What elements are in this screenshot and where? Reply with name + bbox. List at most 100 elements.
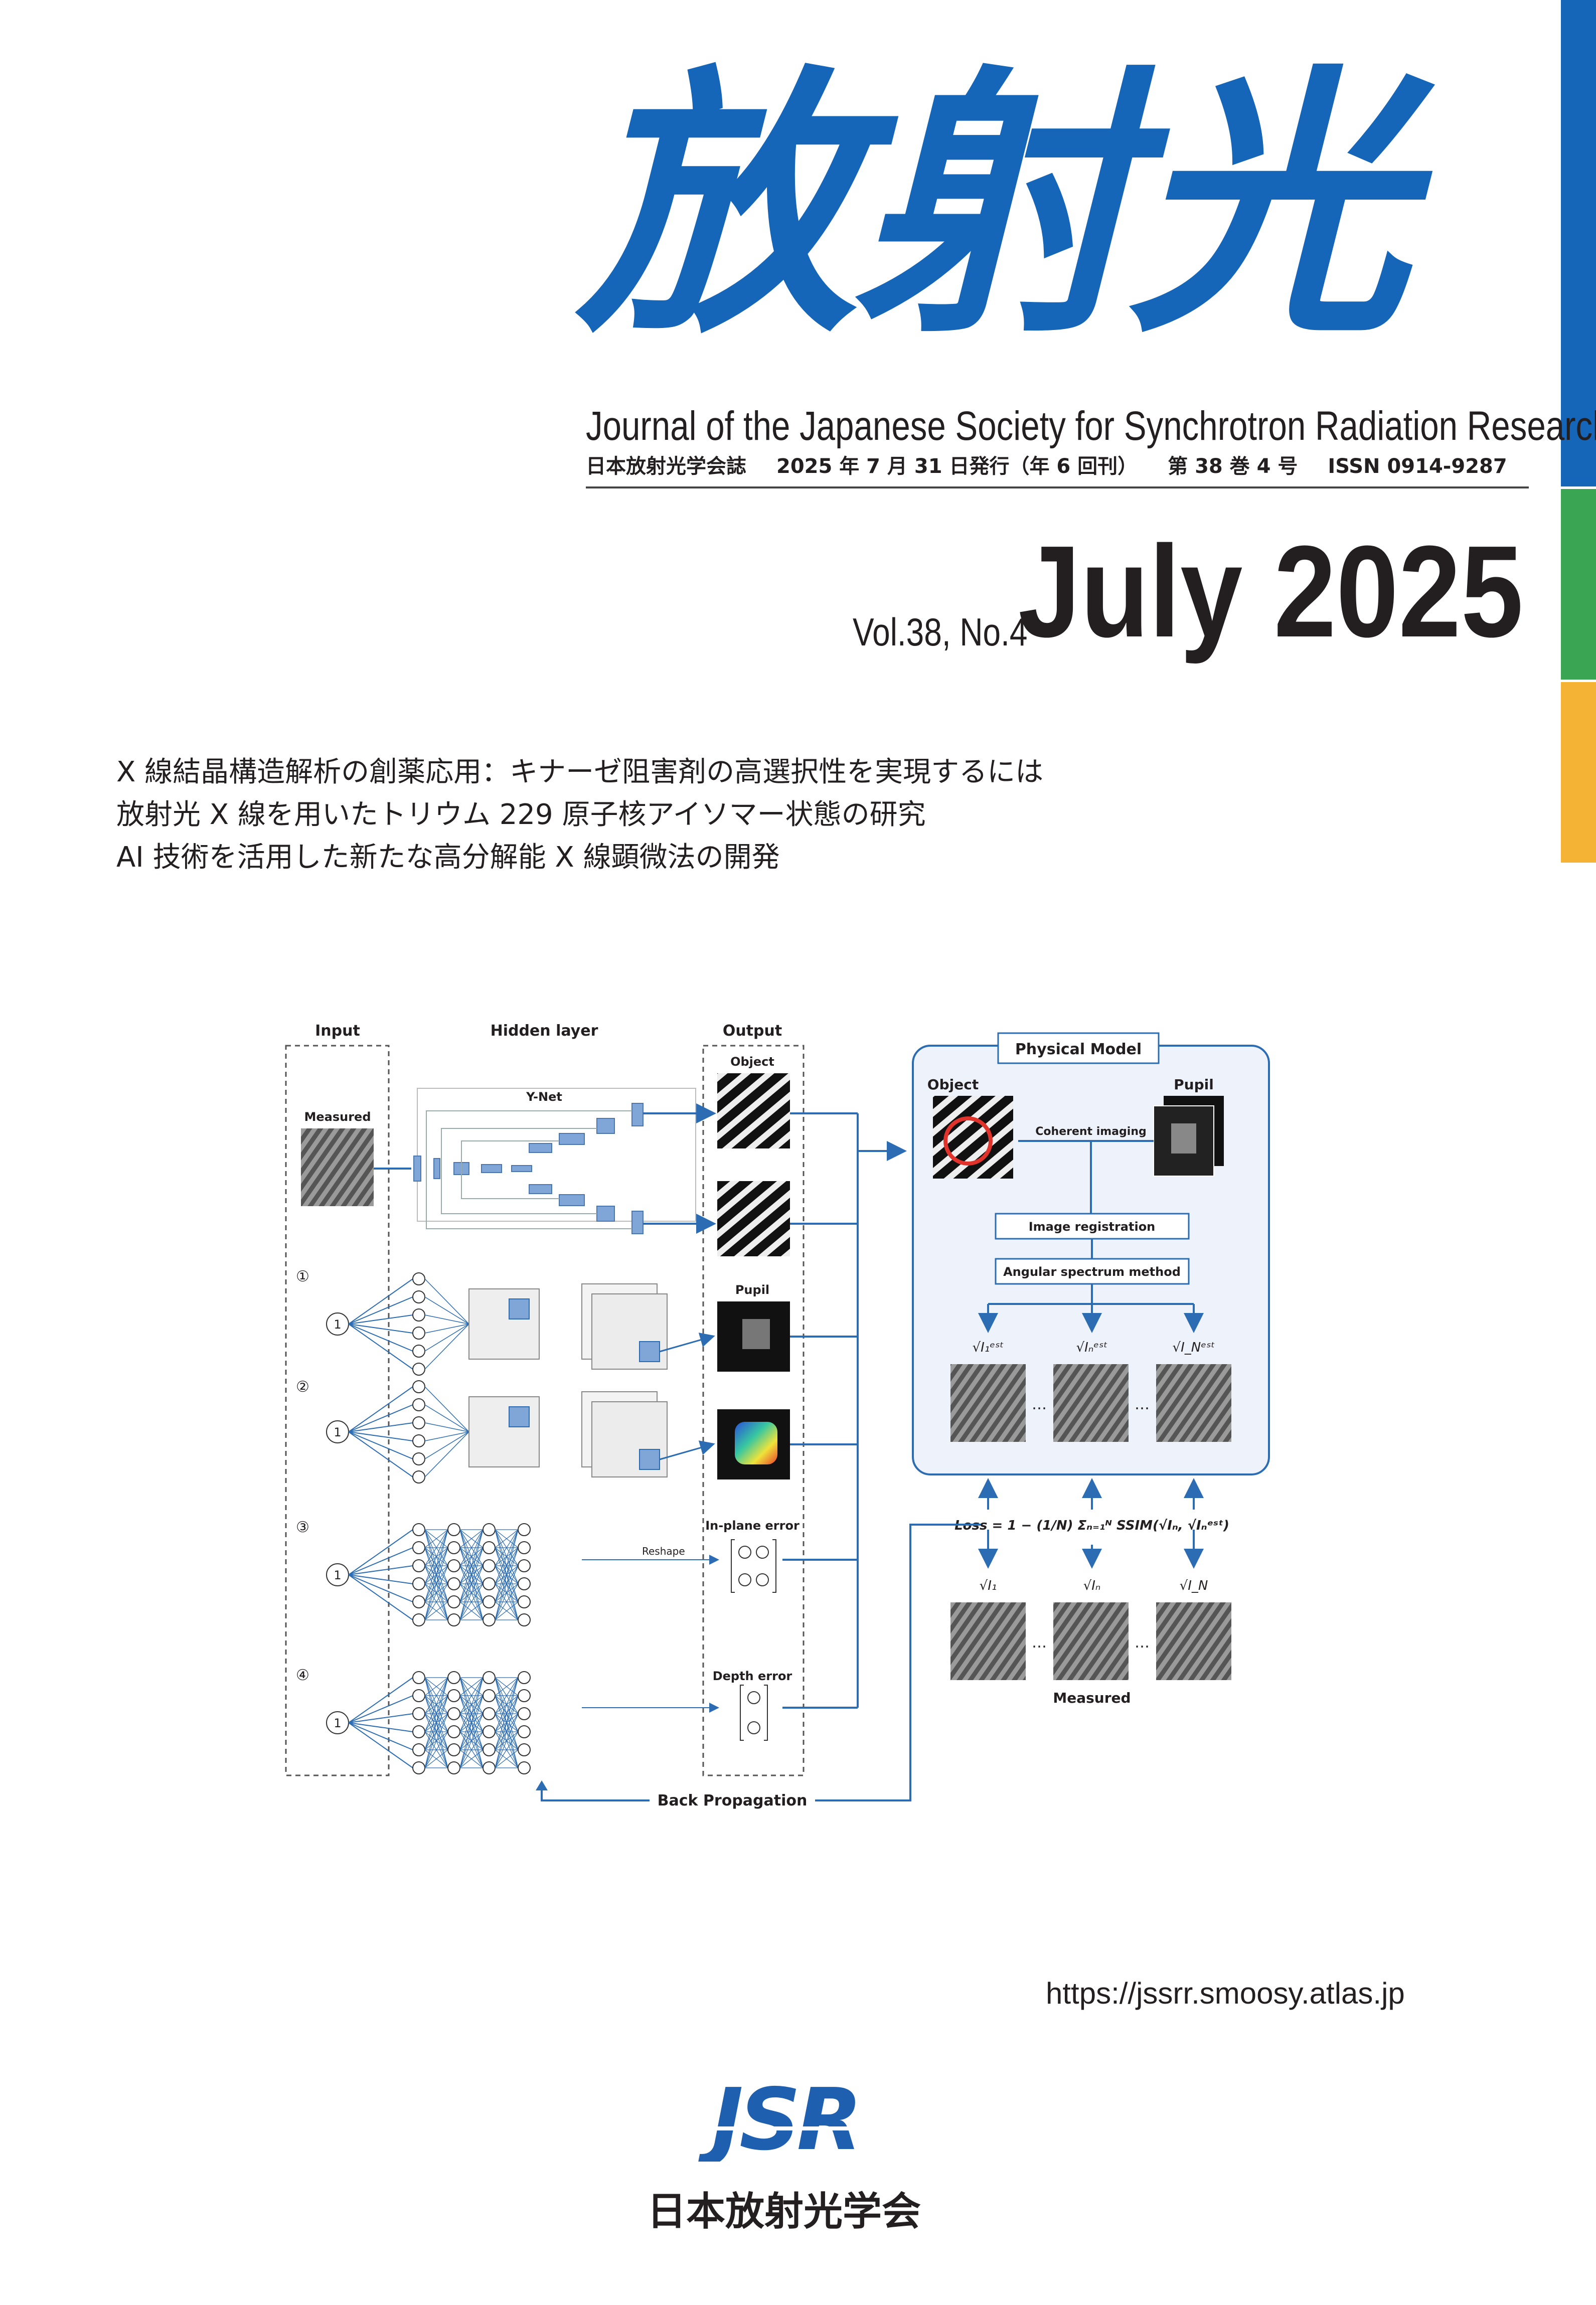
row3-edge: [495, 1529, 519, 1584]
row1-neuron: [412, 1345, 425, 1358]
meas-image-N: [1156, 1602, 1231, 1680]
row4-edge: [459, 1713, 484, 1768]
row2-kernel: [509, 1406, 530, 1427]
row4-edge: [424, 1695, 448, 1768]
row1-edge: [424, 1296, 469, 1325]
row4-edge: [424, 1677, 448, 1768]
row2-neuron: [412, 1398, 425, 1411]
row-label-4: ④: [296, 1667, 309, 1684]
registration-label: Image registration: [1029, 1220, 1156, 1234]
inplane-vector: [731, 1539, 776, 1593]
physical-model-title: Physical Model: [1015, 1041, 1142, 1058]
row3-edge: [424, 1529, 448, 1584]
headline-1[interactable]: X 線結晶構造解析の創薬応用：キナーゼ阻害剤の高選択性を実現するには: [116, 756, 1044, 788]
row3-edge: [348, 1574, 413, 1584]
row3-edge: [424, 1583, 448, 1620]
row1-edge: [424, 1314, 469, 1325]
pm-object-label: Object: [927, 1076, 979, 1093]
row4-edge: [348, 1695, 413, 1723]
out-pupil-feature: [742, 1319, 770, 1349]
row3-edge: [459, 1547, 484, 1620]
row4-edge: [495, 1695, 519, 1768]
row4-edge: [348, 1722, 413, 1750]
row1-input-node-label: 1: [334, 1318, 341, 1332]
coherent-label: Coherent imaging: [1035, 1125, 1146, 1138]
row3-neuron: [518, 1577, 531, 1590]
row2-edge: [424, 1431, 469, 1459]
row3-edge: [495, 1529, 519, 1566]
row3-edge: [495, 1601, 519, 1620]
row3-neuron: [447, 1541, 460, 1554]
row3-edge: [495, 1583, 519, 1620]
row4-neuron: [518, 1743, 531, 1756]
row3-neuron: [412, 1595, 425, 1608]
journal-title-jp: 放射光: [577, 41, 1409, 371]
row3-edge: [459, 1529, 484, 1548]
est-ellipsis-1: …: [1032, 1396, 1047, 1413]
accent-bar-green: [1561, 489, 1596, 680]
row1-edge: [348, 1296, 413, 1325]
publication-info: 日本放射光学会誌 2025 年 7 月 31 日発行（年 6 回刊） 第 38 …: [586, 454, 1529, 479]
row4-neuron: [412, 1707, 425, 1720]
row3-neuron: [412, 1541, 425, 1554]
journal-title-en: Journal of the Japanese Society for Sync…: [586, 403, 1596, 449]
est-image-n: [1053, 1364, 1129, 1442]
row3-neuron: [447, 1559, 460, 1572]
row1-neuron: [412, 1272, 425, 1285]
row3-edge: [348, 1574, 413, 1620]
issn: ISSN 0914-9287: [1328, 455, 1507, 478]
row3-edge: [424, 1565, 448, 1620]
row1-edge: [348, 1314, 413, 1325]
row2-neuron: [412, 1470, 425, 1484]
row-label-3: ③: [296, 1519, 309, 1536]
row2-input-node-label: 1: [334, 1425, 341, 1439]
headline-3[interactable]: AI 技術を活用した新たな高分解能 X 線顕微法の開発: [116, 841, 780, 874]
row1-edge: [348, 1324, 413, 1334]
meas-image-n: [1053, 1602, 1129, 1680]
journal-url[interactable]: https://jssrr.smoosy.atlas.jp: [1046, 1977, 1405, 2010]
ynet-frame: [417, 1088, 696, 1222]
pm-object-marker: [943, 1116, 993, 1166]
row3-edge: [459, 1565, 484, 1620]
out-pupil-label: Pupil: [735, 1283, 769, 1297]
row3-neuron: [412, 1523, 425, 1536]
row3-edge: [495, 1529, 519, 1602]
row3-neuron: [518, 1541, 531, 1554]
row2-edge: [424, 1431, 469, 1477]
headline-2[interactable]: 放射光 X 線を用いたトリウム 229 原子核アイソマー状態の研究: [116, 798, 926, 831]
row1-neuron: [412, 1290, 425, 1303]
row4-neuron: [412, 1689, 425, 1702]
row4-neuron: [483, 1743, 496, 1756]
out-depth-label: Depth error: [713, 1669, 792, 1683]
row4-edge: [495, 1677, 519, 1714]
row3-edge: [348, 1574, 413, 1602]
row3-edge: [424, 1529, 448, 1548]
row3-neuron: [447, 1595, 460, 1608]
row4-edge: [459, 1677, 484, 1696]
row1-neuron: [412, 1308, 425, 1322]
loss-formula: Loss = 1 − (1/N) Σₙ₌₁ᴺ SSIM(√Iₙ, √Iₙᵉˢᵗ): [954, 1518, 1229, 1533]
row4-edge: [495, 1677, 519, 1732]
row1-edge: [348, 1278, 413, 1325]
row2-edge: [424, 1431, 469, 1441]
volume-line: 第 38 巻 4 号: [1168, 455, 1298, 478]
backprop-path: [541, 1524, 981, 1801]
measured-input-label: Measured: [304, 1110, 371, 1124]
row1-stack-kernel: [639, 1341, 660, 1362]
row4-neuron: [447, 1743, 460, 1756]
row4-edge: [495, 1731, 519, 1768]
row1-out-arrow: [659, 1333, 715, 1353]
row2-out-arrow: [659, 1440, 715, 1460]
row3-edge: [495, 1565, 519, 1620]
row1-edge: [348, 1324, 413, 1352]
row1-edge: [424, 1324, 469, 1334]
row2-edge: [424, 1404, 469, 1432]
pm-pupil-feature: [1171, 1123, 1196, 1154]
input-dashed-box: [285, 1045, 390, 1776]
est-ellipsis-2: …: [1135, 1396, 1150, 1413]
row4-edge: [495, 1677, 519, 1768]
row3-edge: [459, 1601, 484, 1620]
issue-date: July 2025: [1018, 519, 1523, 665]
row3-edge: [424, 1601, 448, 1620]
